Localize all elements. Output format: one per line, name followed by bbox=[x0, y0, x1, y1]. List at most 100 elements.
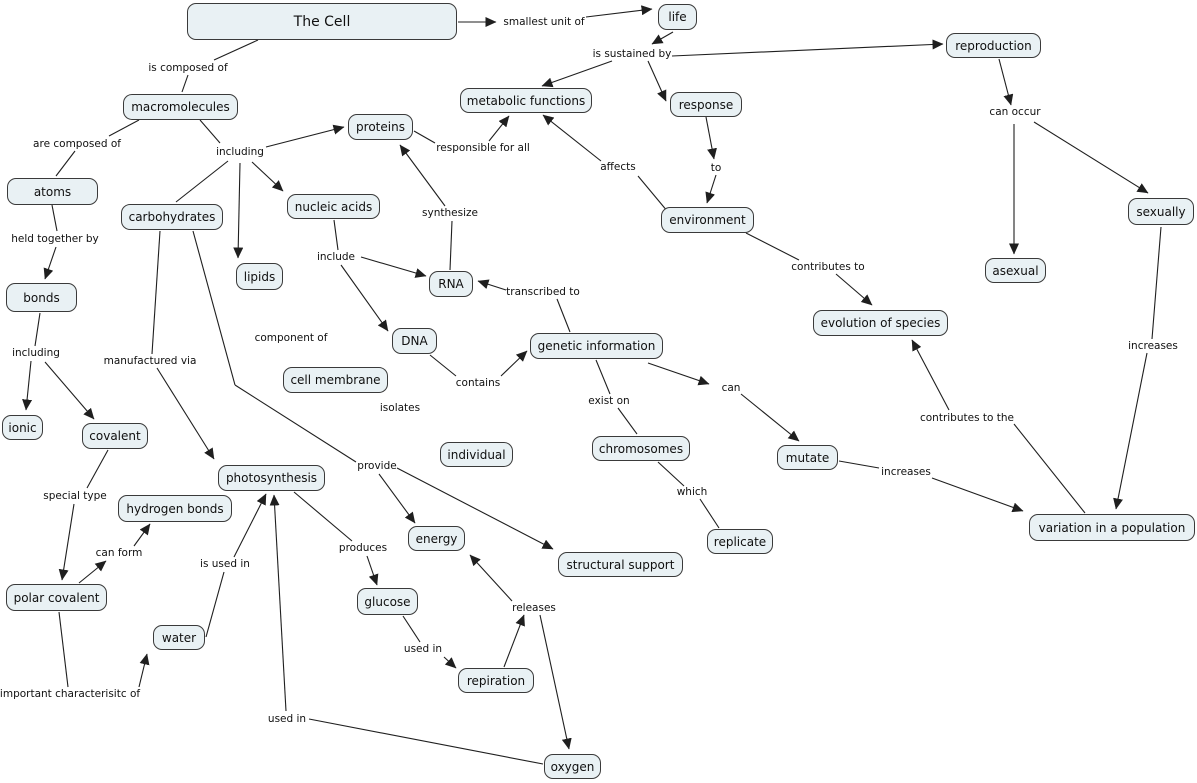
connector-line bbox=[55, 150, 76, 177]
phrase-which[interactable]: which bbox=[676, 485, 708, 498]
phrase-can[interactable]: can bbox=[721, 381, 741, 394]
connector-line bbox=[192, 230, 236, 386]
node-bonds[interactable]: bonds bbox=[6, 283, 77, 312]
phrase-including-bonds[interactable]: including bbox=[12, 346, 60, 359]
connector-line bbox=[595, 359, 611, 395]
phrase-including-macromolecules[interactable]: including bbox=[216, 145, 264, 158]
node-nucleic-acids[interactable]: nucleic acids bbox=[287, 194, 380, 219]
node-proteins[interactable]: proteins bbox=[348, 114, 413, 140]
node-cell-membrane[interactable]: cell membrane bbox=[283, 367, 388, 393]
connector-line bbox=[399, 144, 446, 207]
connector-line bbox=[429, 354, 457, 377]
node-reproduction[interactable]: reproduction bbox=[946, 33, 1041, 58]
node-environment[interactable]: environment bbox=[661, 207, 754, 233]
connector-line bbox=[293, 491, 353, 542]
phrase-is-sustained-by[interactable]: is sustained by bbox=[592, 47, 672, 60]
connector-line bbox=[22, 360, 33, 411]
phrase-special-type[interactable]: special type bbox=[43, 489, 107, 502]
phrase-used-in-glucose[interactable]: used in bbox=[403, 642, 443, 655]
node-individual[interactable]: individual bbox=[440, 442, 513, 467]
phrase-to[interactable]: to bbox=[710, 161, 722, 174]
phrase-releases[interactable]: releases bbox=[512, 601, 556, 614]
node-photosynthesis[interactable]: photosynthesis bbox=[218, 465, 325, 491]
connector-line bbox=[488, 115, 510, 142]
phrase-contains[interactable]: contains bbox=[455, 376, 501, 389]
phrase-is-composed-of[interactable]: is composed of bbox=[148, 61, 228, 74]
node-structural-support[interactable]: structural support bbox=[558, 552, 683, 577]
phrase-synthesize[interactable]: synthesize bbox=[422, 206, 478, 219]
node-variation-in-a-population[interactable]: variation in a population bbox=[1029, 514, 1195, 541]
connector-line bbox=[542, 114, 602, 162]
phrase-smallest-unit-of[interactable]: smallest unit of bbox=[503, 15, 585, 28]
node-metabolic-functions[interactable]: metabolic functions bbox=[460, 88, 592, 113]
node-rna[interactable]: RNA bbox=[429, 271, 473, 297]
phrase-include[interactable]: include bbox=[316, 250, 356, 263]
connector-line bbox=[705, 116, 717, 160]
phrase-important-characterisitc-of[interactable]: important characterisitc of bbox=[0, 687, 141, 700]
connector-line bbox=[699, 498, 720, 529]
node-macromolecules[interactable]: macromolecules bbox=[123, 94, 238, 120]
connector-line bbox=[151, 230, 161, 355]
phrase-produces[interactable]: produces bbox=[338, 541, 388, 554]
node-lipids[interactable]: lipids bbox=[236, 263, 283, 290]
connector-line bbox=[175, 160, 229, 203]
node-response[interactable]: response bbox=[670, 92, 742, 117]
node-ionic[interactable]: ionic bbox=[2, 415, 43, 440]
connector-line bbox=[233, 162, 244, 259]
node-chromosomes[interactable]: chromosomes bbox=[592, 436, 690, 461]
node-polar-covalent[interactable]: polar covalent bbox=[6, 584, 107, 611]
node-water[interactable]: water bbox=[153, 625, 205, 650]
phrase-held-together-by[interactable]: held together by bbox=[11, 232, 99, 245]
phrase-contributes-to[interactable]: contributes to bbox=[791, 260, 865, 273]
node-asexual[interactable]: asexual bbox=[985, 258, 1046, 283]
phrase-component-of[interactable]: component of bbox=[254, 331, 328, 344]
connector-line bbox=[745, 232, 800, 261]
node-glucose[interactable]: glucose bbox=[357, 588, 418, 615]
connector-line bbox=[835, 273, 873, 306]
phrase-is-used-in[interactable]: is used in bbox=[200, 557, 250, 570]
connector-line bbox=[740, 393, 800, 442]
phrase-increases-mutate[interactable]: increases bbox=[881, 465, 931, 478]
phrase-can-occur[interactable]: can occur bbox=[989, 105, 1041, 118]
phrase-affects[interactable]: affects bbox=[600, 160, 636, 173]
node-sexually[interactable]: sexually bbox=[1128, 198, 1194, 225]
connector-line bbox=[181, 74, 189, 93]
node-atoms[interactable]: atoms bbox=[7, 178, 98, 205]
phrase-isolates[interactable]: isolates bbox=[379, 401, 421, 414]
node-the-cell[interactable]: The Cell bbox=[187, 3, 457, 40]
connector-line bbox=[556, 298, 571, 333]
node-evolution-of-species[interactable]: evolution of species bbox=[813, 310, 948, 336]
connector-line bbox=[108, 119, 140, 137]
node-energy[interactable]: energy bbox=[408, 526, 465, 551]
phrase-can-form[interactable]: can form bbox=[95, 546, 143, 559]
connector-line bbox=[234, 384, 357, 463]
connector-line bbox=[378, 473, 416, 524]
node-repiration[interactable]: repiration bbox=[458, 668, 534, 693]
connector-line bbox=[265, 124, 345, 148]
node-genetic-information[interactable]: genetic information bbox=[530, 333, 663, 359]
connector-line bbox=[585, 5, 653, 18]
node-hydrogen-bonds[interactable]: hydrogen bonds bbox=[118, 495, 232, 522]
node-dna[interactable]: DNA bbox=[392, 328, 437, 354]
phrase-are-composed-of[interactable]: are composed of bbox=[33, 137, 121, 150]
node-oxygen[interactable]: oxygen bbox=[544, 754, 601, 779]
node-covalent[interactable]: covalent bbox=[82, 423, 148, 449]
connector-line bbox=[413, 130, 436, 144]
node-replicate[interactable]: replicate bbox=[707, 529, 773, 554]
connector-line bbox=[44, 361, 95, 420]
phrase-used-in-oxygen[interactable]: used in bbox=[267, 712, 307, 725]
node-life[interactable]: life bbox=[658, 4, 697, 30]
connector-line bbox=[539, 614, 572, 750]
connector-line bbox=[541, 60, 613, 88]
phrase-manufactured-via[interactable]: manufactured via bbox=[103, 354, 197, 367]
phrase-provide[interactable]: provide bbox=[357, 459, 397, 472]
node-carbohydrates[interactable]: carbohydrates bbox=[121, 204, 223, 230]
phrase-responsible-for-all[interactable]: responsible for all bbox=[436, 141, 530, 154]
connector-line bbox=[34, 312, 41, 347]
phrase-contributes-to-the[interactable]: contributes to the bbox=[919, 411, 1015, 424]
phrase-transcribed-to[interactable]: transcribed to bbox=[506, 285, 580, 298]
connector-line bbox=[469, 554, 513, 602]
node-mutate[interactable]: mutate bbox=[777, 445, 838, 470]
phrase-increases-sexually[interactable]: increases bbox=[1128, 339, 1178, 352]
phrase-exist-on[interactable]: exist on bbox=[588, 394, 630, 407]
